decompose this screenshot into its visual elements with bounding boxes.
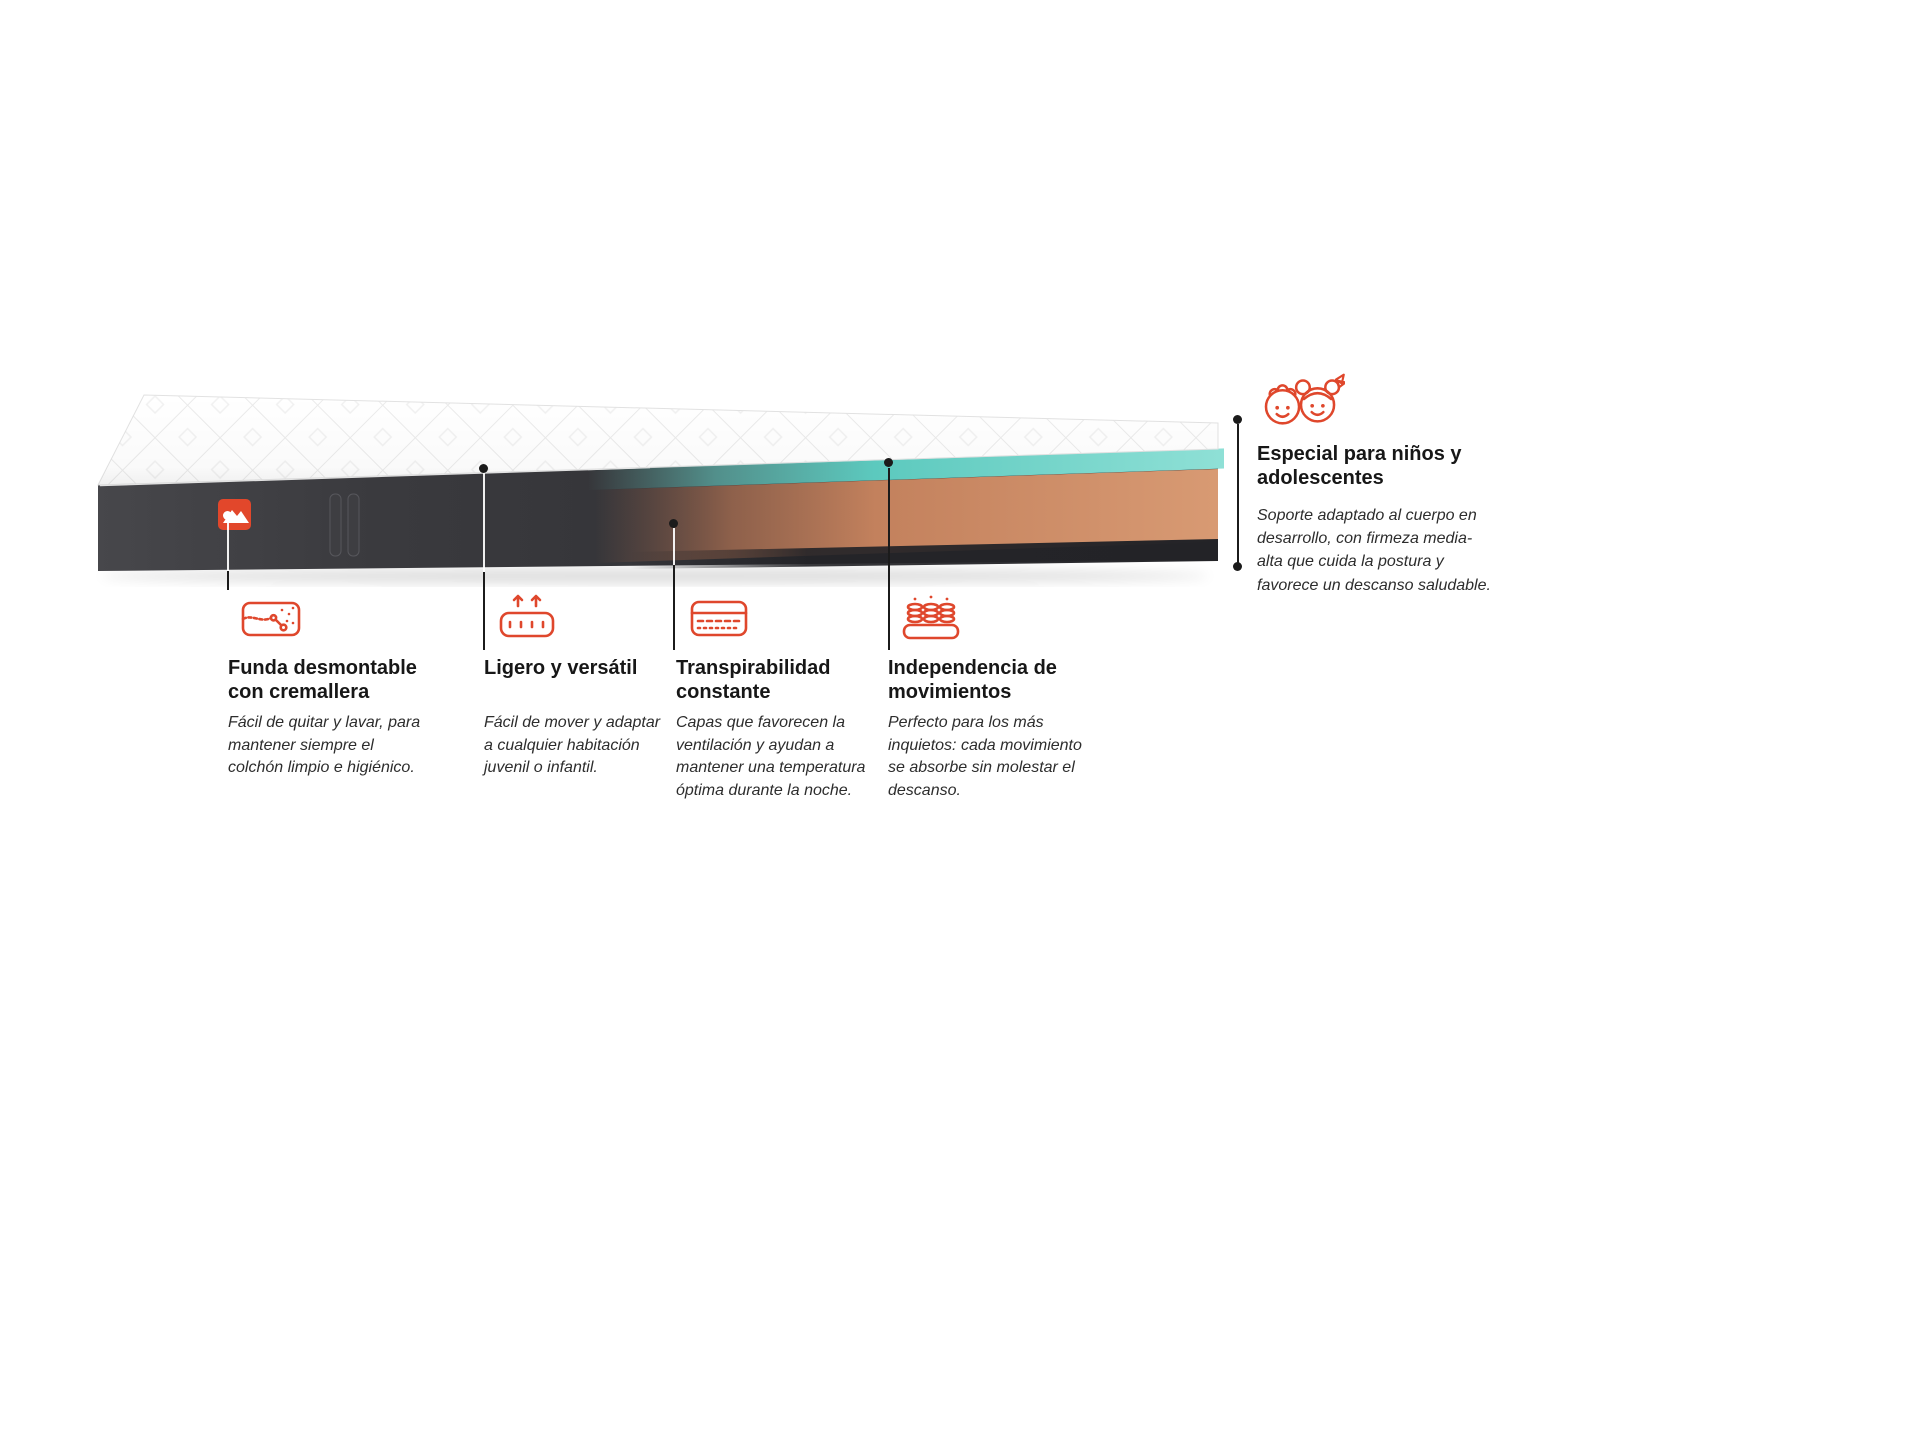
mattress-shadow bbox=[100, 569, 1210, 583]
highlight-line-bottom-dot bbox=[1233, 562, 1242, 571]
feature-motion-isolation: Independencia de movimientos Perfecto pa… bbox=[888, 592, 1093, 803]
breathability-icon bbox=[688, 592, 872, 644]
highlight-line-top-dot bbox=[1233, 415, 1242, 424]
feature-breathability: Transpirabilidad constante Capas que fav… bbox=[676, 592, 872, 803]
feature-description: Capas que favorecen la ventilación y ayu… bbox=[676, 714, 866, 800]
children-icon bbox=[1257, 364, 1497, 434]
callout-dot-breathability bbox=[669, 519, 678, 528]
mattress-cutaway-illustration bbox=[97, 394, 1225, 583]
callout-dot-motion bbox=[884, 458, 893, 467]
feature-title: Funda desmontable con cremallera bbox=[228, 657, 417, 703]
callout-dot-cover bbox=[223, 511, 232, 520]
callout-line-motion bbox=[888, 468, 890, 650]
callout-line-breathability bbox=[673, 528, 675, 565]
highlight-line bbox=[1237, 424, 1239, 564]
feature-description: Fácil de quitar y lavar, para mantener s… bbox=[228, 714, 421, 777]
callout-line-lightweight-lower bbox=[483, 572, 485, 650]
feature-title: Ligero y versátil bbox=[484, 657, 638, 679]
mattress-foam-layer bbox=[595, 469, 1218, 563]
feature-lightweight: Ligero y versátil Fácil de mover y adapt… bbox=[484, 592, 662, 780]
mattress-top-face bbox=[97, 394, 1219, 486]
motion-isolation-icon bbox=[900, 592, 1093, 644]
feature-title: Transpirabilidad constante bbox=[676, 657, 831, 703]
mattress-base-layer bbox=[630, 539, 1218, 569]
feature-description: Perfecto para los más inquietos: cada mo… bbox=[888, 714, 1082, 800]
mattress-handle bbox=[329, 493, 360, 557]
feature-description: Fácil de mover y adaptar a cualquier hab… bbox=[484, 714, 661, 777]
callout-line-lightweight bbox=[483, 473, 485, 572]
mountain-logo-icon bbox=[218, 499, 251, 530]
callout-line-cover-lower bbox=[227, 571, 229, 590]
feature-title: Independencia de movimientos bbox=[888, 657, 1057, 703]
highlight-title: Especial para niños y adolescentes bbox=[1257, 443, 1462, 489]
callout-line-breathability-lower bbox=[673, 565, 675, 650]
callout-line-cover bbox=[227, 520, 229, 571]
highlight-children: Especial para niños y adolescentes Sopor… bbox=[1257, 364, 1497, 597]
feature-removable-cover: Funda desmontable con cremallera Fácil d… bbox=[228, 592, 433, 780]
lightweight-versatile-icon bbox=[496, 592, 662, 644]
highlight-description: Soporte adaptado al cuerpo en desarrollo… bbox=[1257, 507, 1491, 594]
zipper-cover-icon bbox=[240, 592, 433, 644]
callout-dot-lightweight bbox=[479, 464, 488, 473]
